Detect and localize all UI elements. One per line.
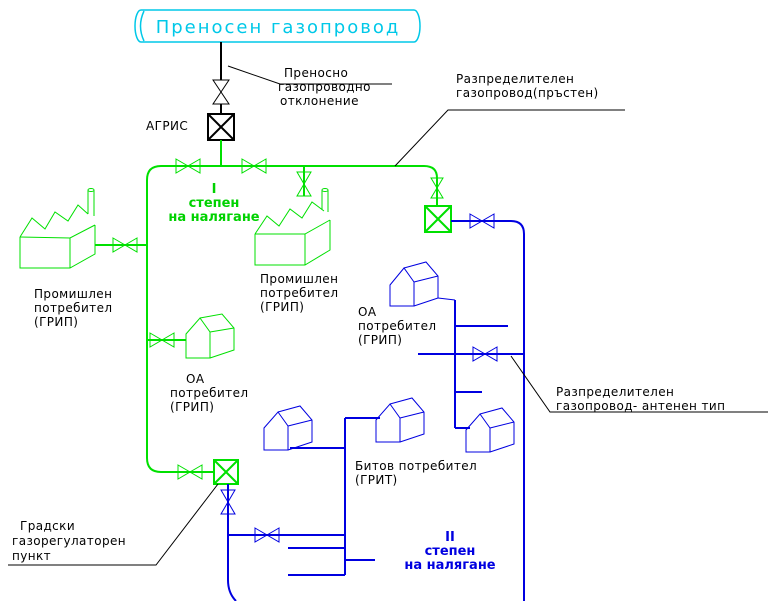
left-oa-valve-icon: [149, 332, 175, 348]
city-regulator-label-3: пункт: [12, 549, 51, 563]
right-oa-consumer-icon: [389, 261, 456, 307]
agris-label: АГРИС: [146, 119, 188, 133]
branch-label-3: отклонение: [280, 94, 359, 108]
stage1-label-b: на налягане: [168, 210, 259, 225]
city-regulator-label-2: газорегулаторен: [12, 534, 126, 548]
right-regulator-icon: [424, 205, 452, 233]
lower-right-house-icon: [465, 407, 515, 453]
left-oa-label-3: (ГРИП): [170, 400, 214, 414]
domestic-house-left-icon: [263, 405, 313, 451]
transmission-pipeline-label: Преносен газопровод: [156, 17, 401, 38]
city-regulator-icon: [213, 459, 239, 485]
ring-valve-1-icon: [175, 158, 201, 174]
mid-industrial-label-2: потребител: [260, 286, 338, 300]
branch-valve-icon: [212, 79, 230, 105]
antenna-valve-top-icon: [469, 213, 495, 229]
mid-industrial-label-3: (ГРИП): [260, 300, 304, 314]
city-regulator-valve-icon: [177, 464, 203, 480]
antenna-label-2: газопровод- антенен тип: [556, 399, 725, 413]
right-oa-label-1: ОА: [358, 305, 377, 319]
first-stage-network: [19, 140, 452, 485]
ring-label-1: Разпределителен: [456, 72, 574, 86]
domestic-label-1: Битов потребител: [355, 459, 477, 473]
domestic-label-2: (ГРИТ): [355, 473, 398, 487]
left-oa-label-2: потребител: [170, 386, 248, 400]
stage1-numeral: I: [212, 182, 217, 197]
city-out-valve-icon: [220, 489, 236, 515]
ring-label-2: газопровод(пръстен): [456, 86, 599, 100]
left-oa-label-1: ОА: [186, 372, 205, 386]
mid-industrial-valve-icon: [296, 171, 312, 197]
right-oa-label-3: (ГРИП): [358, 333, 402, 347]
ring-valve-2-icon: [241, 158, 267, 174]
left-industrial-label-1: Промишлен: [34, 287, 112, 301]
left-industrial-label-3: (ГРИП): [34, 315, 78, 329]
antenna-label-1: Разпределителен: [556, 385, 674, 399]
mid-industrial-consumer-icon: [254, 188, 331, 266]
right-regulator-valve-icon: [430, 177, 444, 199]
branch-label-1: Преносно: [284, 66, 348, 80]
branch-line: [207, 42, 392, 141]
stage2-numeral: II: [445, 530, 455, 545]
left-industrial-valve-icon: [112, 237, 138, 253]
left-industrial-label-2: потребител: [34, 301, 112, 315]
city-regulator-label-1: Градски: [20, 519, 75, 533]
stage1-label-a: степен: [189, 196, 240, 211]
antenna-valve-mid-icon: [472, 346, 498, 362]
agris-station-icon: [207, 113, 235, 141]
second-stage-network: [220, 213, 525, 601]
transmission-pipeline: Преносен газопровод: [134, 9, 421, 43]
branch-label-2: газопроводно: [278, 80, 371, 94]
left-industrial-consumer-icon: [19, 188, 96, 269]
stage2-label-b: на налягане: [404, 558, 495, 573]
domestic-house-right-icon: [375, 397, 425, 443]
right-oa-label-2: потребител: [358, 319, 436, 333]
domestic-valve-icon: [254, 527, 280, 543]
left-oa-consumer-icon: [185, 313, 235, 359]
mid-industrial-label-1: Промишлен: [260, 272, 338, 286]
stage2-label-a: степен: [425, 544, 476, 559]
